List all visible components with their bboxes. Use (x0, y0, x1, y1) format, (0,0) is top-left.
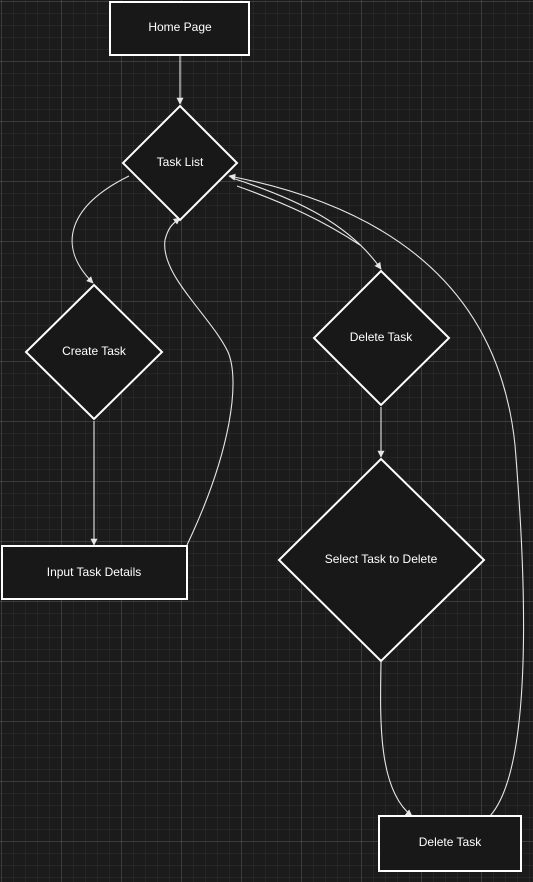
edge-selecttask-to-deletetask-action[interactable] (380, 661, 413, 817)
node-delete-task-decision-label: Delete Task (350, 330, 413, 344)
node-task-list-label: Task List (157, 155, 204, 169)
edge-tasklist-to-deletetask[interactable] (231, 177, 382, 270)
edge-tasklist-to-createtask[interactable] (71, 175, 130, 284)
node-delete-task-decision[interactable]: Delete Task (312, 269, 451, 407)
node-home-page-label: Home Page (148, 20, 212, 34)
nodes: Home Page Task List Create Task Input Ta… (1, 1, 522, 872)
node-home-page[interactable]: Home Page (109, 1, 250, 56)
node-select-task-to-delete-label: Select Task to Delete (325, 552, 438, 566)
node-task-list[interactable]: Task List (121, 104, 239, 222)
node-create-task-label: Create Task (62, 344, 127, 358)
node-input-task-details-label: Input Task Details (47, 565, 142, 579)
edge-deletetask-action-to-tasklist[interactable] (228, 173, 525, 817)
node-create-task[interactable]: Create Task (24, 283, 164, 421)
node-input-task-details[interactable]: Input Task Details (1, 545, 188, 600)
node-select-task-to-delete[interactable]: Select Task to Delete (277, 457, 486, 663)
edge-inputdetails-to-tasklist[interactable] (164, 217, 234, 546)
edge-tasklist-to-deletetask-b[interactable] (236, 185, 361, 246)
node-delete-task-action[interactable]: Delete Task (378, 815, 522, 872)
node-delete-task-action-label: Delete Task (419, 835, 482, 849)
edges (71, 56, 525, 817)
